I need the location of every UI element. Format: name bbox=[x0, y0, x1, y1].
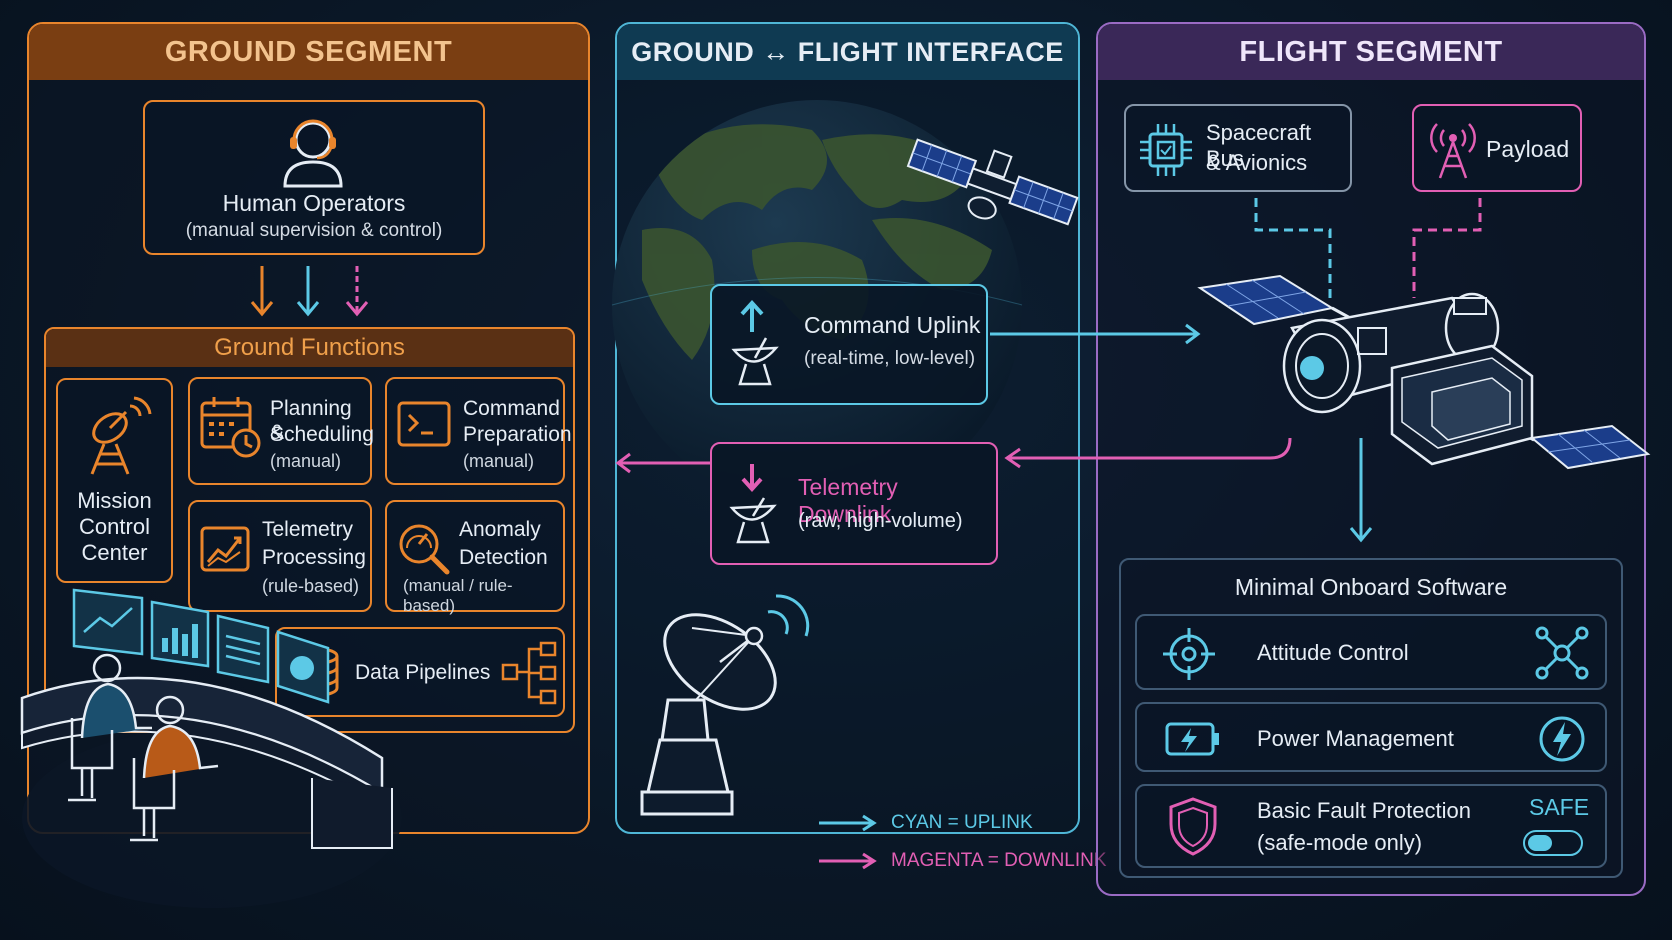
radar-dish-icon bbox=[90, 396, 152, 475]
calendar-clock-icon bbox=[200, 397, 261, 458]
command-uplink-box: Command Uplink (real-time, low-level) bbox=[710, 284, 988, 405]
operator-down-arrows bbox=[250, 266, 369, 317]
magnifier-icon bbox=[399, 524, 450, 575]
downlink-arrow-icon bbox=[741, 464, 763, 492]
human-operators-subtitle: (manual supervision & control) bbox=[185, 220, 443, 241]
power-management-box: Power Management bbox=[1135, 702, 1607, 772]
spacecraft-bus-line2: & Avionics bbox=[1206, 150, 1308, 175]
planning-line1: Planning & bbox=[270, 397, 352, 444]
battery-icon bbox=[1165, 722, 1219, 756]
lightning-icon bbox=[1539, 716, 1585, 762]
toggle-icon bbox=[1528, 835, 1552, 851]
anomaly-line2: Detection bbox=[459, 546, 548, 569]
mission-control-line3: Center bbox=[81, 540, 148, 565]
attitude-control-box: Attitude Control bbox=[1135, 614, 1607, 690]
terminal-icon bbox=[397, 401, 451, 447]
flight-segment-title: FLIGHT SEGMENT bbox=[1239, 35, 1503, 68]
telemetry-processing-note: (rule-based) bbox=[262, 576, 360, 596]
ground-segment-header: GROUND SEGMENT bbox=[29, 24, 588, 80]
satellite-icon bbox=[906, 138, 1079, 226]
ground-antenna-icon-2 bbox=[729, 497, 777, 544]
onboard-software-title: Minimal Onboard Software bbox=[1234, 574, 1508, 600]
command-prep-line1: Command bbox=[463, 397, 560, 420]
fault-protection-line1: Basic Fault Protection bbox=[1257, 798, 1471, 823]
human-operators-box: Human Operators (manual supervision & co… bbox=[143, 100, 485, 255]
uplink-arrow-icon bbox=[740, 300, 764, 332]
legend-downlink-label: MAGENTA = DOWNLINK bbox=[891, 850, 1107, 871]
uplink-arrow-line bbox=[990, 323, 1201, 345]
payload-label: Payload bbox=[1486, 136, 1570, 162]
ground-station-dish bbox=[640, 594, 810, 816]
spacecraft-bus-box: Spacecraft Bus & Avionics bbox=[1124, 104, 1352, 192]
command-prep-line2: Preparation bbox=[463, 423, 572, 446]
telemetry-processing-line1: Telemetry bbox=[262, 518, 354, 541]
telemetry-downlink-title: Telemetry Downlink bbox=[798, 474, 898, 527]
command-prep-box: Command Preparation (manual) bbox=[385, 377, 572, 485]
legend-uplink-arrow bbox=[819, 814, 877, 832]
payload-box: Payload bbox=[1412, 104, 1582, 192]
flight-segment-header: FLIGHT SEGMENT bbox=[1098, 24, 1644, 80]
safe-badge-label: SAFE bbox=[1529, 794, 1590, 820]
telemetry-processing-box: Telemetry Processing (rule-based) bbox=[188, 500, 372, 612]
fault-protection-box: Basic Fault Protection (safe-mode only) … bbox=[1135, 784, 1607, 868]
operator-headset-icon bbox=[283, 119, 343, 188]
telemetry-downlink-box: Telemetry Downlink (raw, high-volume) bbox=[710, 442, 998, 565]
mission-control-box: Mission Control Center bbox=[56, 378, 173, 583]
telemetry-processing-line2: Processing bbox=[262, 546, 366, 569]
downlink-arrow-line bbox=[1004, 437, 1292, 469]
spacecraft-bus-line1: Spacecraft Bus bbox=[1206, 120, 1312, 171]
network-icon bbox=[1535, 626, 1589, 680]
mission-control-line1: Mission bbox=[77, 488, 152, 513]
bus-connector bbox=[1254, 198, 1332, 298]
interface-header: GROUND ↔ FLIGHT INTERFACE bbox=[617, 24, 1078, 80]
ground-segment-title: GROUND SEGMENT bbox=[164, 35, 453, 68]
downlink-to-ground-arrow bbox=[615, 452, 710, 474]
legend-uplink-label: CYAN = UPLINK bbox=[891, 812, 1033, 833]
crosshair-icon bbox=[1163, 628, 1215, 680]
command-uplink-title: Command Uplink bbox=[804, 312, 981, 338]
ground-functions-title: Ground Functions bbox=[214, 334, 405, 361]
pipeline-tree-icon bbox=[501, 641, 557, 705]
power-management-label: Power Management bbox=[1257, 726, 1454, 751]
ground-antenna-icon bbox=[731, 337, 779, 386]
anomaly-note: (manual / rule-based) bbox=[403, 576, 513, 615]
antenna-tower-icon bbox=[1430, 123, 1476, 179]
safe-mode-toggle[interactable] bbox=[1523, 830, 1583, 856]
ground-functions-header bbox=[46, 329, 573, 367]
human-operators-title: Human Operators bbox=[222, 190, 406, 216]
command-uplink-subtitle: (real-time, low-level) bbox=[804, 348, 976, 369]
interface-title: GROUND ↔ FLIGHT INTERFACE bbox=[631, 36, 1064, 67]
spacecraft-to-software-arrow bbox=[1349, 438, 1373, 543]
anomaly-detection-box: Anomaly Detection (manual / rule-based) bbox=[385, 500, 565, 615]
legend-downlink-arrow bbox=[819, 852, 877, 870]
trend-chart-icon bbox=[200, 526, 250, 572]
payload-connector bbox=[1412, 198, 1482, 298]
fault-protection-line2: (safe-mode only) bbox=[1257, 830, 1423, 855]
shield-icon bbox=[1169, 797, 1217, 856]
spacecraft-illustration bbox=[1197, 274, 1651, 470]
attitude-control-label: Attitude Control bbox=[1257, 640, 1409, 665]
anomaly-line1: Anomaly bbox=[459, 518, 541, 541]
mission-control-line2: Control bbox=[79, 514, 150, 539]
control-room-illustration bbox=[20, 588, 402, 908]
chip-icon bbox=[1140, 124, 1192, 176]
telemetry-downlink-subtitle: (raw, high-volume) bbox=[798, 510, 963, 532]
planning-line2: Scheduling bbox=[270, 423, 374, 446]
planning-note: (manual) bbox=[270, 451, 342, 471]
data-pipelines-label: Data Pipelines bbox=[355, 661, 491, 684]
command-prep-note: (manual) bbox=[463, 451, 535, 471]
planning-box: Planning & Scheduling (manual) bbox=[188, 377, 374, 485]
